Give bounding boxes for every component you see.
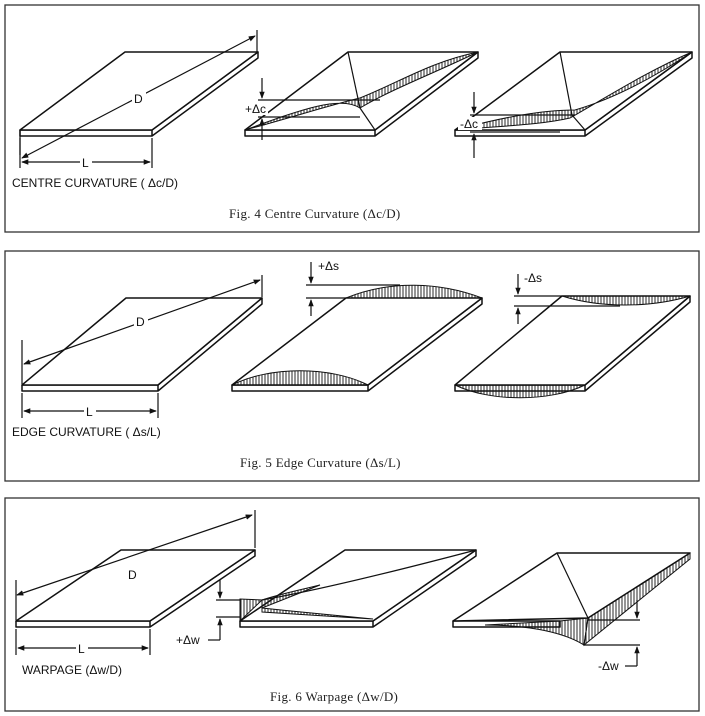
fig4-negative-plate: -Δc [454,51,693,158]
fig6-caption: Fig. 6 Warpage (Δw/D) [270,689,398,704]
dim-neg-c: -Δc [460,117,478,131]
fig5-positive-plate: +Δs [231,259,483,392]
fig4-label: CENTRE CURVATURE ( Δc/D) [12,176,178,190]
dim-l-label: L [78,642,85,656]
fig4-flat-plate: D L [19,30,259,170]
fig4-positive-plate: +Δc [244,51,479,140]
fig5-label: EDGE CURVATURE ( Δs/L) [12,425,161,439]
fig6-flat-plate: D L [15,510,256,656]
dim-d-label: D [128,568,137,582]
fig5-panel: D L EDGE CURVATURE ( Δs/L) +Δs -Δs Fig. … [4,250,700,482]
fig6-label: WARPAGE (Δw/D) [22,663,122,677]
fig5-frame [4,250,700,482]
fig6-frame [4,497,700,712]
dim-pos-s: +Δs [318,259,339,273]
fig5-flat-plate: D L [21,275,263,419]
dim-d-label: D [134,92,143,106]
dim-l-label: L [86,405,93,419]
fig4-caption: Fig. 4 Centre Curvature (Δc/D) [229,206,401,221]
dim-d-label: D [136,315,145,329]
fig4-panel: D L CENTRE CURVATURE ( Δc/D) +Δc -Δc Fig… [4,4,700,233]
dim-pos-c: +Δc [245,102,266,116]
fig6-panel: D L WARPAGE (Δw/D) +Δw -Δw Fig. 6 Warpag… [4,497,700,712]
dim-neg-s: -Δs [524,271,542,285]
fig4-frame [4,4,700,233]
dim-l-label: L [82,156,89,170]
fig6-negative-plate: -Δw [452,552,691,673]
fig6-positive-plate: +Δw [176,549,477,647]
fig5-negative-plate: -Δs [454,271,691,399]
fig5-caption: Fig. 5 Edge Curvature (Δs/L) [240,455,401,470]
dim-neg-w: -Δw [598,659,619,673]
dim-pos-w: +Δw [176,633,200,647]
